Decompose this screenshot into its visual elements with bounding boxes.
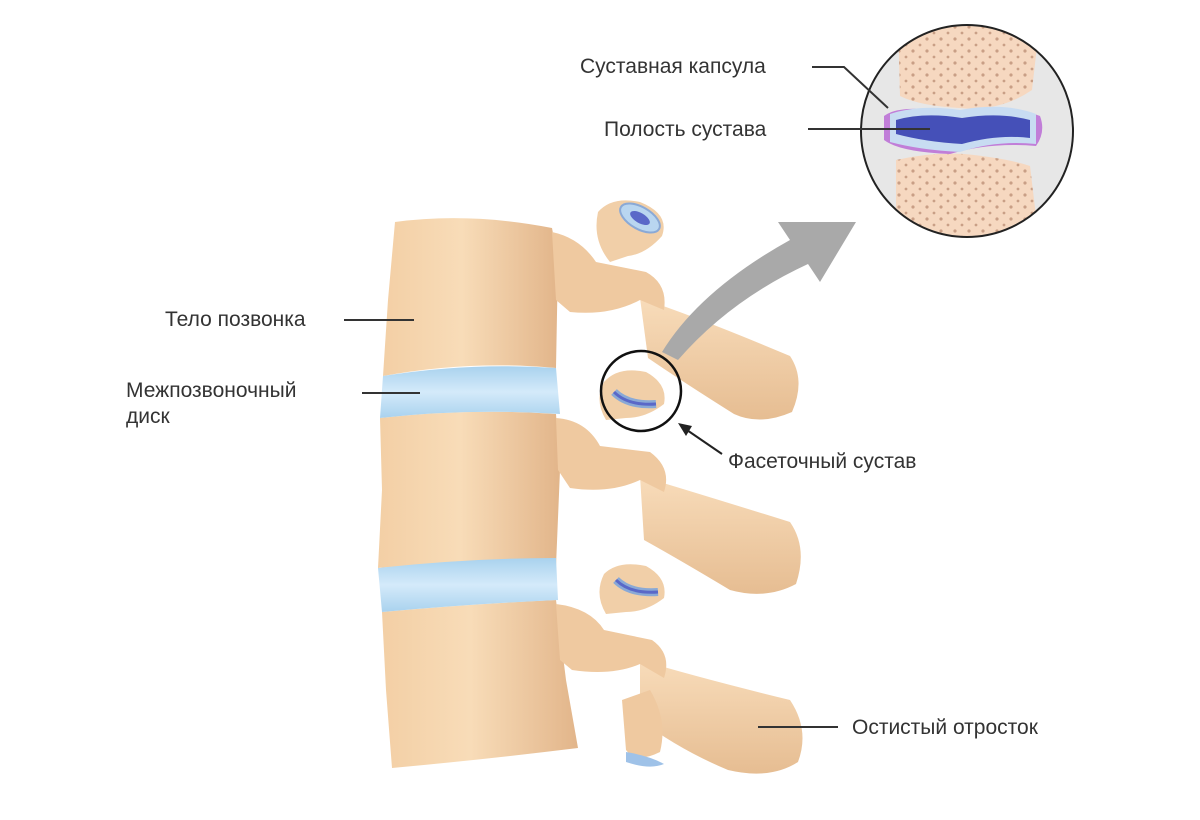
- arch-3: [556, 604, 666, 678]
- vertebral-body-bottom: [382, 600, 578, 768]
- magnified-joint-inset: [860, 20, 1080, 250]
- label-intervertebral-disc-line1: Межпозвоночный: [126, 378, 296, 404]
- facet-joint-arrowhead: [678, 423, 692, 436]
- label-vertebral-body: Тело позвонка: [165, 307, 306, 333]
- spinous-process-2: [640, 476, 801, 594]
- label-joint-cavity: Полость сустава: [604, 117, 766, 143]
- label-facet-joint: Фасеточный сустав: [728, 449, 916, 475]
- vertebral-body-top: [383, 218, 558, 376]
- zoom-arrow: [662, 222, 856, 360]
- articular-process-2: [599, 370, 664, 420]
- label-spinous-process: Остистый отросток: [852, 715, 1038, 741]
- spinous-processes: [640, 298, 803, 774]
- label-joint-capsule: Суставная капсула: [580, 54, 766, 80]
- vertebral-body-middle: [378, 412, 560, 568]
- spinous-process-3: [640, 660, 803, 774]
- vertebral-bodies: [378, 218, 578, 768]
- label-intervertebral-disc-line2: диск: [126, 404, 170, 430]
- leader-facet-joint: [684, 428, 722, 454]
